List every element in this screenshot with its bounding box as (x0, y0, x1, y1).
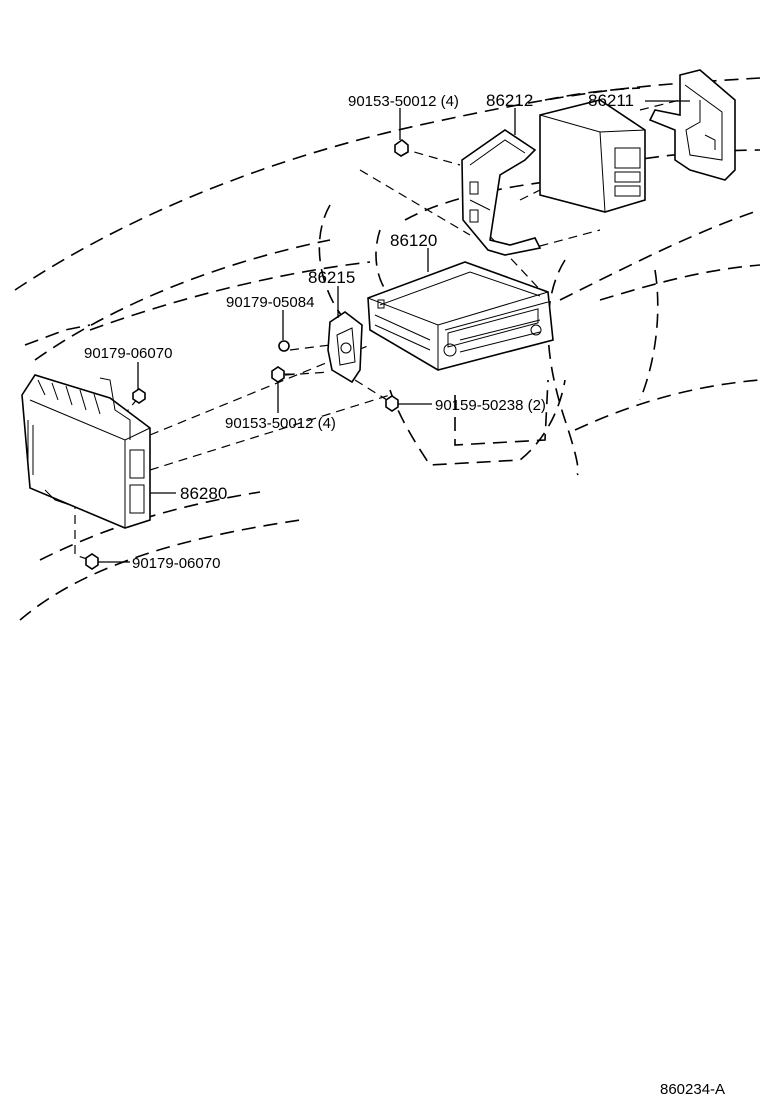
callout-86212: 86212 (486, 91, 533, 110)
callout-86280: 86280 (180, 484, 227, 503)
nut-lower (85, 553, 99, 570)
callout-86120: 86120 (390, 231, 437, 250)
callout-90159-50238: 90159-50238 (2) (435, 397, 546, 414)
screw-50238 (385, 395, 399, 412)
nut-upper (132, 388, 146, 404)
screw-05084 (278, 340, 290, 352)
callout-86211: 86211 (588, 91, 634, 110)
callout-90153-50012-mid: 90153-50012 (4) (225, 415, 336, 432)
bracket-86215 (327, 311, 363, 384)
callout-bolt-top: 90153-50012 (4) (348, 93, 459, 110)
callout-90179-06070-lower: 90179-06070 (132, 555, 220, 572)
bolt-mid (271, 366, 295, 383)
bolt-top (394, 108, 409, 157)
callout-90179-05084: 90179-05084 (226, 294, 314, 311)
bracket-86212 (461, 129, 542, 256)
callout-90179-06070-upper: 90179-06070 (84, 345, 172, 362)
head-unit-86120 (367, 261, 554, 371)
callout-86215: 86215 (308, 268, 355, 287)
callout-labels: 90153-50012 (4) 86212 86211 86120 86215 … (84, 91, 634, 572)
fasteners (85, 108, 409, 570)
figure-code: 860234-A (660, 1081, 725, 1098)
leader-lines (98, 100, 690, 563)
unit-86211 (539, 99, 646, 213)
mounting-bracket-right (648, 69, 736, 181)
amplifier-86280 (21, 374, 151, 529)
